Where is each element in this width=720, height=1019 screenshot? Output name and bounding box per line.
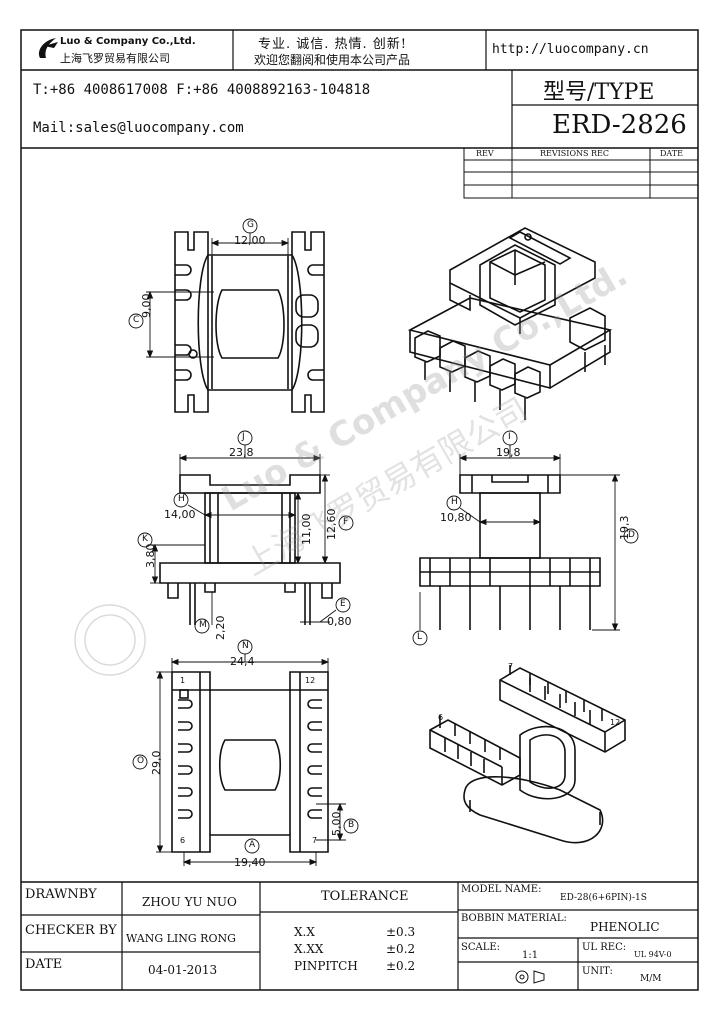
tol-val-2: ±0.2 bbox=[386, 942, 416, 956]
title-block-grid bbox=[21, 881, 698, 990]
label-h-side: H bbox=[451, 497, 458, 507]
drawn-by-value: ZHOU YU NUO bbox=[142, 895, 237, 909]
dim-top-width: 12,00 bbox=[234, 234, 266, 247]
pin-label-1: 1 bbox=[180, 676, 186, 685]
front-view bbox=[159, 474, 341, 625]
label-e: E bbox=[340, 599, 346, 609]
date-header: DATE bbox=[660, 149, 683, 158]
label-m: M bbox=[199, 620, 207, 630]
pin-label-7: 7 bbox=[312, 836, 318, 845]
model-name-value: ED-28(6+6PIN)-1S bbox=[560, 893, 647, 903]
phone-fax: T:+86 4008617008 F:+86 4008892163-104818 bbox=[33, 82, 371, 98]
iso-pin-7: 7 bbox=[508, 662, 514, 671]
revisions-rec-header: REVISIONS REC bbox=[540, 149, 610, 158]
label-k: K bbox=[142, 534, 148, 544]
dim-front-k: 3,80 bbox=[144, 543, 157, 569]
revision-table bbox=[463, 147, 699, 199]
ul-value: UL 94V-0 bbox=[634, 950, 672, 959]
rev-header: REV bbox=[476, 149, 494, 158]
top-view-dimensions bbox=[128, 218, 290, 359]
date-label: DATE bbox=[25, 957, 63, 972]
dim-front-h1: 11,00 bbox=[300, 513, 313, 546]
tol-key-3: PINPITCH bbox=[294, 959, 358, 973]
label-n: N bbox=[242, 641, 249, 651]
type-label: 型号/TYPE bbox=[543, 80, 655, 105]
projection-symbol bbox=[515, 970, 545, 984]
top-view bbox=[174, 231, 325, 413]
pin-label-12: 12 bbox=[305, 676, 316, 685]
label-l: L bbox=[417, 632, 423, 642]
iso-pin-12: 12 bbox=[610, 718, 621, 727]
label-j: J bbox=[242, 432, 245, 442]
date-value: 04-01-2013 bbox=[148, 963, 218, 977]
tol-val-1: ±0.3 bbox=[386, 925, 416, 939]
mail-address[interactable]: Mail:sales@luocompany.com bbox=[33, 120, 244, 136]
iso-top-pin-blocks bbox=[414, 307, 606, 399]
dim-front-width: 23,8 bbox=[229, 446, 254, 459]
checker-value: WANG LING RONG bbox=[126, 932, 236, 945]
slogan-line1: 专业. 诚信. 热情. 创新! bbox=[258, 37, 408, 52]
dim-front-h2: 12,60 bbox=[325, 508, 338, 541]
bobbin-value: PHENOLIC bbox=[590, 920, 660, 934]
dim-front-m: 2,20 bbox=[214, 615, 227, 641]
label-i: I bbox=[508, 432, 511, 442]
unit-label: UNIT: bbox=[582, 966, 613, 977]
bottom-view-dimensions bbox=[132, 639, 359, 866]
watermark-emblem bbox=[74, 604, 146, 676]
tol-key-1: X.X bbox=[294, 925, 315, 939]
label-b: B bbox=[348, 820, 355, 830]
ul-label: UL REC: bbox=[582, 942, 627, 953]
label-a: A bbox=[249, 840, 256, 850]
part-number: ERD-2826 bbox=[552, 110, 687, 140]
tol-key-2: X.XX bbox=[294, 942, 324, 956]
tol-val-3: ±0.2 bbox=[386, 959, 416, 973]
dim-side-width: 19,8 bbox=[496, 446, 521, 459]
dim-top-height: 9,00 bbox=[140, 293, 153, 319]
company-name-en: Luo & Company Co.,Ltd. bbox=[60, 36, 196, 47]
scale-value: 1:1 bbox=[522, 950, 539, 961]
bottom-view bbox=[171, 671, 329, 853]
dim-front-inner: 14,00 bbox=[164, 508, 196, 521]
drawn-by-label: DRAWNBY bbox=[25, 887, 97, 902]
iso-view-top bbox=[407, 227, 613, 420]
tolerance-label: TOLERANCE bbox=[321, 889, 409, 904]
unit-value: M/M bbox=[640, 974, 662, 984]
label-d: D bbox=[628, 530, 635, 540]
side-view bbox=[419, 474, 601, 630]
model-name-label: MODEL NAME: bbox=[461, 884, 542, 895]
outer-frame bbox=[20, 29, 699, 991]
iso-pin-6: 6 bbox=[438, 713, 444, 722]
pin-label-6: 6 bbox=[180, 836, 186, 845]
company-name-cn: 上海飞罗贸易有限公司 bbox=[60, 52, 170, 65]
dim-front-pin: 0,80 bbox=[327, 615, 352, 628]
label-h-front: H bbox=[178, 494, 185, 504]
label-c-top: C bbox=[133, 315, 140, 325]
checker-label: CHECKER BY bbox=[25, 923, 117, 938]
dim-bottom-base: 19,40 bbox=[234, 856, 266, 869]
label-g-top: G bbox=[247, 220, 254, 230]
company-logo-mark bbox=[38, 38, 58, 58]
dim-bottom-pitch: 5,00 bbox=[330, 811, 343, 837]
slogan-line2: 欢迎您翻阅和使用本公司产品 bbox=[254, 53, 411, 67]
dim-bottom-width: 24,4 bbox=[230, 655, 255, 668]
bobbin-label: BOBBIN MATERIAL: bbox=[461, 913, 567, 924]
website-link[interactable]: http://luocompany.cn bbox=[492, 42, 649, 57]
dim-bottom-height: 29,0 bbox=[150, 750, 163, 776]
label-o: O bbox=[137, 756, 145, 766]
dim-side-inner: 10,80 bbox=[440, 511, 472, 524]
scale-label: SCALE: bbox=[461, 942, 501, 953]
iso-view-bottom bbox=[429, 665, 626, 844]
side-view-dimensions bbox=[412, 430, 639, 646]
front-view-dimensions bbox=[137, 430, 354, 634]
label-f: F bbox=[343, 517, 349, 527]
